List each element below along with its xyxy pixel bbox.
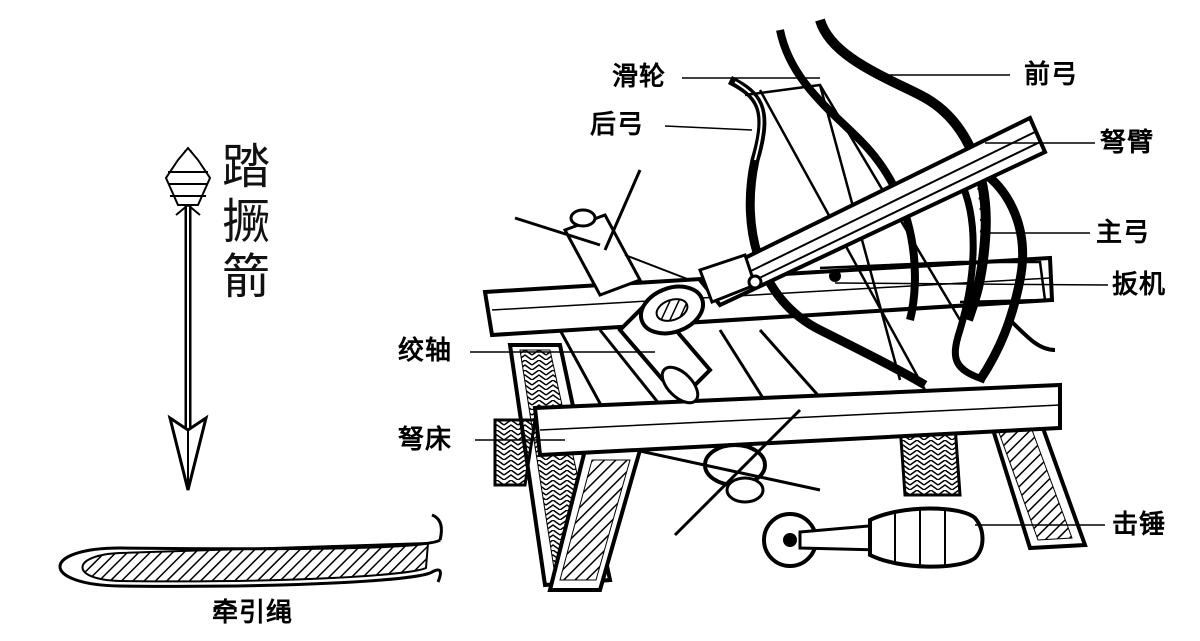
label-back-bow: 后弓 <box>590 110 645 140</box>
label-front-bow: 前弓 <box>1024 60 1079 90</box>
arrow-caption: 踏 撅 箭 <box>222 139 282 306</box>
label-traction-rope: 牵引绳 <box>212 598 294 628</box>
bed-crossbow-icon <box>482 18 1088 592</box>
label-crossbow-arm: 弩臂 <box>1100 128 1155 158</box>
label-main-bow: 主弓 <box>1096 218 1151 248</box>
stepping-arrow-icon <box>164 146 212 491</box>
label-winch-axle: 绞轴 <box>398 336 453 366</box>
label-striking-hammer: 击锤 <box>1112 510 1167 540</box>
arrow-caption-char: 踏 <box>222 139 271 195</box>
traction-rope-icon <box>58 513 443 588</box>
label-trigger: 扳机 <box>1112 270 1167 300</box>
label-crossbow-bed: 弩床 <box>398 425 453 455</box>
arrow-caption-char: 撅 <box>222 194 271 251</box>
label-pulley: 滑轮 <box>612 62 667 92</box>
arrow-caption-char: 箭 <box>222 249 271 306</box>
leader-lines <box>470 74 1109 526</box>
